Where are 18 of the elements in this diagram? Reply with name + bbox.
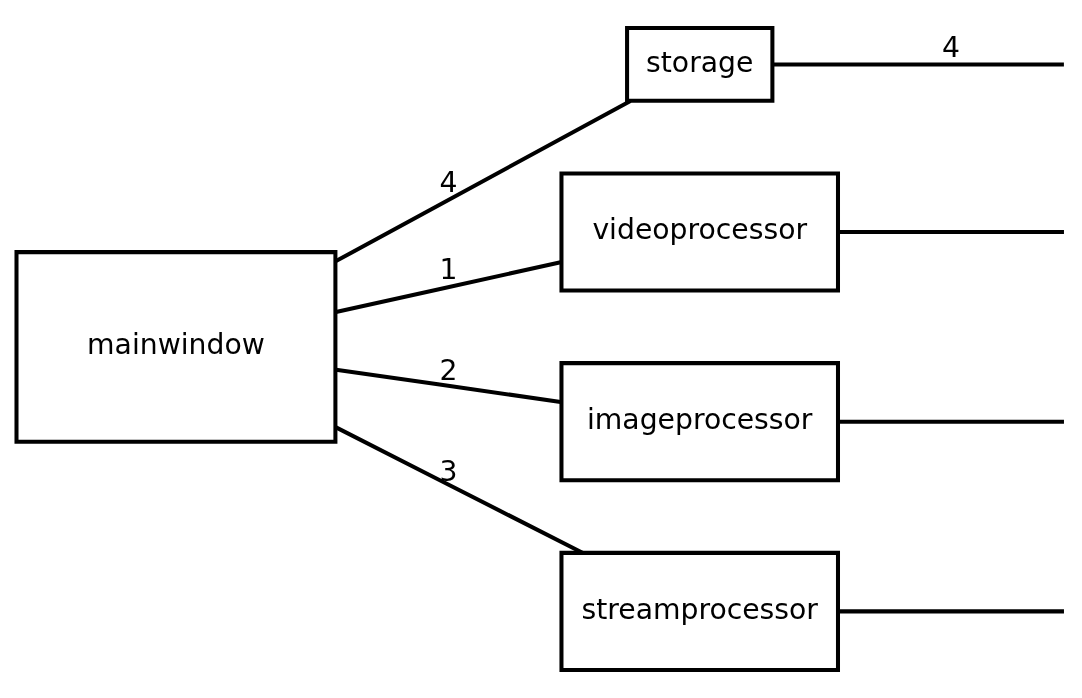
connector (838, 609, 1064, 614)
edge-label: 4 (942, 30, 961, 64)
edge-label: 1 (439, 252, 458, 286)
edge-label: 4 (439, 165, 458, 199)
edge-label: 2 (439, 353, 458, 387)
connector (335, 99, 632, 263)
node-box: streamprocessor (559, 550, 840, 672)
connector (335, 367, 561, 404)
node-box: videoprocessor (559, 171, 840, 293)
connector (335, 425, 584, 555)
node-box: imageprocessor (559, 361, 840, 483)
connector (335, 260, 562, 314)
connector (772, 62, 1064, 67)
node-box: storage (625, 26, 775, 103)
connector (838, 229, 1064, 234)
edge-label: 3 (439, 454, 458, 488)
connector (838, 419, 1064, 424)
node-box: mainwindow (14, 250, 338, 444)
